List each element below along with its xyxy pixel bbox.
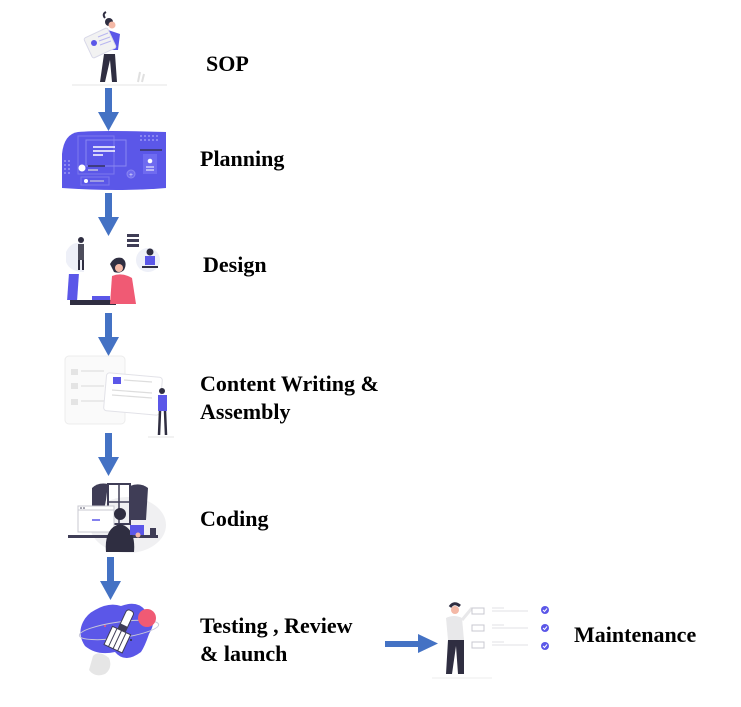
- person-checklist-icon: [432, 598, 554, 682]
- rocket-launch-icon: [75, 600, 165, 682]
- step-label-content-writing: Content Writing & Assembly: [200, 370, 379, 426]
- step-label-line-1: Content Writing &: [200, 371, 379, 396]
- arrow-down-icon: [98, 193, 119, 236]
- designer-at-computer-icon: [62, 230, 168, 310]
- step-label-coding: Coding: [200, 506, 269, 531]
- step-label-line-1: Testing , Review: [200, 613, 353, 638]
- step-label-testing: Testing , Review & launch: [200, 612, 353, 668]
- arrow-down-icon: [98, 433, 119, 476]
- content-cards-person-icon: [64, 355, 174, 440]
- person-holding-document-icon: [72, 10, 167, 88]
- step-label-sop: SOP: [206, 51, 249, 76]
- arrow-down-icon: [100, 557, 121, 600]
- arrow-down-icon: [98, 313, 119, 356]
- check-icon: [541, 606, 549, 650]
- step-label-maintenance: Maintenance: [574, 622, 697, 647]
- step-label-planning: Planning: [200, 146, 285, 171]
- planning-dashboard-icon: +: [60, 130, 168, 192]
- step-label-line-2: & launch: [200, 641, 288, 666]
- svg-text:+: +: [129, 171, 133, 179]
- developer-at-desk-icon: [68, 480, 168, 554]
- step-label-design: Design: [203, 252, 267, 277]
- arrow-down-icon: [98, 88, 119, 131]
- arrow-right-icon: [385, 634, 439, 653]
- step-label-line-2: Assembly: [200, 399, 291, 424]
